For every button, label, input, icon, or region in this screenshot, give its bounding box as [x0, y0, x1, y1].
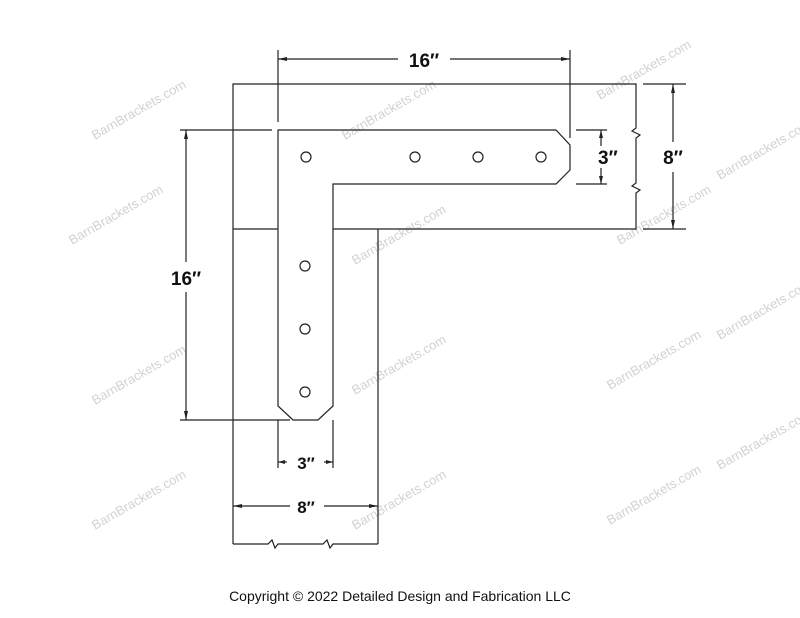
watermark-text: BarnBrackets.com	[714, 277, 800, 343]
watermark-text: BarnBrackets.com	[714, 117, 800, 183]
watermark-text: BarnBrackets.com	[89, 77, 188, 143]
bolt-hole	[535, 151, 547, 163]
dim-bottom-8: 8″	[297, 498, 315, 517]
bolt-hole	[299, 386, 311, 398]
watermark-text: BarnBrackets.com	[594, 37, 693, 103]
dim-bottom-3: 3″	[297, 454, 315, 473]
dim-right-3: 3″	[598, 148, 618, 169]
watermark-text: BarnBrackets.com	[339, 77, 438, 143]
bolt-hole	[472, 151, 484, 163]
watermark-text: BarnBrackets.com	[89, 467, 188, 533]
watermark-text: BarnBrackets.com	[66, 182, 165, 248]
dim-right-8: 8″	[663, 148, 683, 169]
watermark-text: BarnBrackets.com	[349, 467, 448, 533]
watermark-text: BarnBrackets.com	[349, 332, 448, 398]
watermark-text: BarnBrackets.com	[604, 327, 703, 393]
bolt-hole	[300, 151, 312, 163]
dim-top-16: 16″	[409, 51, 439, 72]
l-bracket-outline	[277, 129, 571, 421]
bolt-hole	[299, 260, 311, 272]
bolt-hole	[299, 323, 311, 335]
watermark-text: BarnBrackets.com	[604, 462, 703, 528]
copyright-text: Copyright © 2022 Detailed Design and Fab…	[229, 588, 571, 604]
dimension-lines	[180, 50, 686, 508]
dim-left-16: 16″	[171, 269, 201, 290]
watermark-text: BarnBrackets.com	[349, 202, 448, 268]
watermark-text: BarnBrackets.com	[614, 182, 713, 248]
beam-and-post-outline	[232, 83, 642, 550]
watermark-text: BarnBrackets.com	[714, 407, 800, 473]
watermark-text: BarnBrackets.com	[89, 342, 188, 408]
bolt-hole	[409, 151, 421, 163]
bolt-holes	[299, 151, 547, 398]
